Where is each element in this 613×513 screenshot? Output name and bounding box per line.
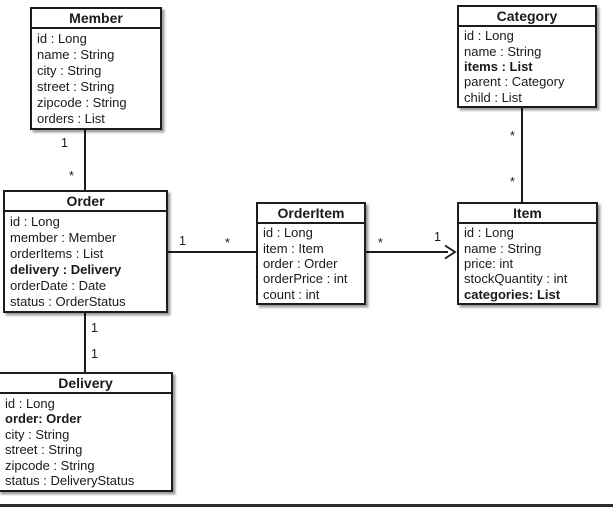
multiplicity-label: * <box>378 236 383 250</box>
class-attribute: id : Long <box>464 28 514 44</box>
class-delivery: Delivery id : Long order: Order city : S… <box>0 372 173 492</box>
multiplicity-label: * <box>510 129 515 143</box>
class-attribute: id : Long <box>37 31 87 46</box>
class-attribute: orderPrice : int <box>263 271 348 287</box>
connector-order-delivery <box>84 313 86 372</box>
class-category-attributes: id : Long name : String items : List par… <box>459 27 595 106</box>
class-attribute: id : Long <box>464 225 514 241</box>
multiplicity-label: 1 <box>434 230 441 244</box>
class-attribute: city : String <box>37 63 102 78</box>
class-attribute: parent : Category <box>464 74 565 90</box>
multiplicity-label: * <box>510 175 515 189</box>
class-attribute: street : String <box>5 442 83 458</box>
class-order: Order id : Long member : Member orderIte… <box>3 190 168 313</box>
class-attribute: orderDate : Date <box>10 278 107 293</box>
class-attribute: status : OrderStatus <box>10 294 126 309</box>
connector-orderitem-item <box>366 251 448 253</box>
class-attribute: order : Order <box>263 255 338 271</box>
class-attribute: name : String <box>464 240 542 256</box>
class-item-title: Item <box>459 204 596 224</box>
multiplicity-label: 1 <box>61 136 68 150</box>
open-arrowhead-icon <box>444 244 457 260</box>
class-attribute: stockQuantity : int <box>464 271 568 287</box>
class-category-title: Category <box>459 7 595 27</box>
class-attribute: count : int <box>263 286 320 302</box>
multiplicity-label: 1 <box>91 321 98 335</box>
class-member: Member id : Long name : String city : St… <box>30 7 162 130</box>
class-item-attributes: id : Long name : String price: int stock… <box>459 224 596 303</box>
class-attribute: orderItems : List <box>10 246 104 261</box>
class-orderitem-attributes: id : Long item : Item order : Order orde… <box>258 224 364 303</box>
class-attribute: name : String <box>37 47 115 62</box>
connector-order-orderitem <box>168 251 256 253</box>
multiplicity-label: * <box>225 236 230 250</box>
class-attribute: orders : List <box>37 111 105 126</box>
multiplicity-label: 1 <box>179 234 186 248</box>
connector-member-order <box>84 130 86 190</box>
class-attribute: street : String <box>37 79 115 94</box>
multiplicity-label: 1 <box>91 347 98 361</box>
class-delivery-title: Delivery <box>0 374 171 394</box>
class-item: Item id : Long name : String price: int … <box>457 202 598 305</box>
class-order-attributes: id : Long member : Member orderItems : L… <box>5 212 166 311</box>
class-attribute: price: int <box>464 255 514 271</box>
class-attribute: delivery : Delivery <box>10 262 122 277</box>
class-order-title: Order <box>5 192 166 212</box>
class-attribute: zipcode : String <box>37 95 127 110</box>
class-delivery-attributes: id : Long order: Order city : String str… <box>0 394 171 490</box>
class-attribute: id : Long <box>5 395 55 411</box>
class-attribute: categories: List <box>464 286 561 302</box>
multiplicity-label: * <box>69 169 74 183</box>
footer-divider <box>0 504 613 507</box>
class-attribute: id : Long <box>263 225 313 241</box>
class-attribute: status : DeliveryStatus <box>5 473 135 489</box>
class-attribute: city : String <box>5 426 70 442</box>
class-attribute: child : List <box>464 89 522 105</box>
class-orderitem-title: OrderItem <box>258 204 364 224</box>
class-attribute: order: Order <box>5 411 82 427</box>
class-member-attributes: id : Long name : String city : String st… <box>32 29 160 128</box>
class-attribute: member : Member <box>10 230 117 245</box>
class-attribute: name : String <box>464 43 542 59</box>
connector-category-item <box>521 108 523 202</box>
class-attribute: item : Item <box>263 240 324 256</box>
class-orderitem: OrderItem id : Long item : Item order : … <box>256 202 366 305</box>
class-category: Category id : Long name : String items :… <box>457 5 597 108</box>
class-attribute: zipcode : String <box>5 457 95 473</box>
class-attribute: items : List <box>464 58 533 74</box>
class-member-title: Member <box>32 9 160 29</box>
class-attribute: id : Long <box>10 214 60 229</box>
